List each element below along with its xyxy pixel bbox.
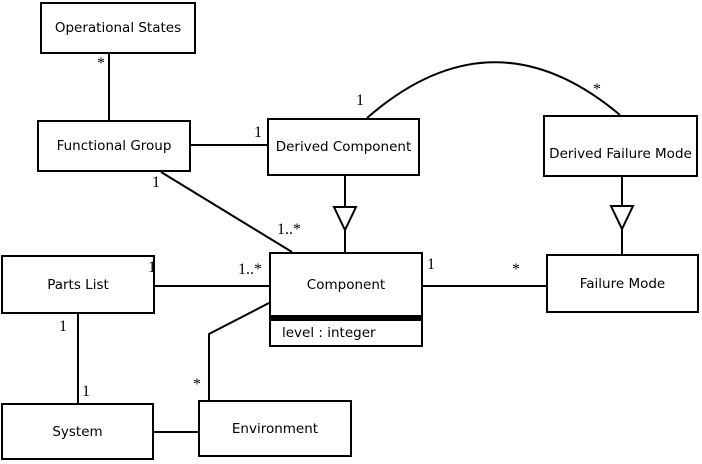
multiplicity-partslist-component-1: 1 xyxy=(148,259,156,276)
class-name: Environment xyxy=(231,420,319,437)
class-functional-group: Functional Group xyxy=(37,120,191,172)
multiplicity-funcgroup-derivedcomp: 1 xyxy=(254,124,262,141)
class-name: Failure Mode xyxy=(579,275,666,292)
generalization-triangle-icon xyxy=(609,205,635,232)
multiplicity-system-partslist: 1 xyxy=(82,383,90,400)
class-derived-component: Derived Component xyxy=(267,118,420,176)
class-environment: Environment xyxy=(198,400,352,457)
class-name: Operational States xyxy=(54,20,182,36)
class-name: System xyxy=(52,423,103,440)
multiplicity-opstates-funcgroup: * xyxy=(97,55,105,72)
class-name: Derived Component xyxy=(275,139,412,155)
connector-funcgroup-component xyxy=(160,171,293,253)
class-system: System xyxy=(1,403,154,460)
class-attribute: level : integer xyxy=(271,315,421,345)
class-name: Derived Failure Mode xyxy=(549,145,692,162)
generalization-triangle-icon xyxy=(332,206,358,233)
class-name: Component xyxy=(306,276,386,293)
multiplicity-partslist-component-many: 1..* xyxy=(238,261,262,278)
multiplicity-funcgroup-component-many: 1..* xyxy=(277,221,301,238)
class-operational-states: Operational States xyxy=(40,2,196,54)
class-failure-mode: Failure Mode xyxy=(546,254,699,313)
connector-component-environment xyxy=(208,302,270,400)
multiplicity-environment-component: * xyxy=(193,376,201,393)
class-name: Parts List xyxy=(47,276,109,293)
class-parts-list: Parts List xyxy=(1,255,155,314)
class-derived-failure-mode: Derived Failure Mode xyxy=(543,115,698,177)
connector-arc-derivedcomponent-derivedfailuremode xyxy=(366,61,621,119)
multiplicity-partslist-system: 1 xyxy=(59,318,67,335)
class-component: Component level : integer xyxy=(269,252,423,347)
multiplicity-arc-derivedfailuremode: * xyxy=(593,81,601,98)
multiplicity-component-failuremode-1: 1 xyxy=(427,256,435,273)
multiplicity-funcgroup-component-1: 1 xyxy=(152,174,160,191)
multiplicity-component-failuremode-star: * xyxy=(512,261,520,278)
multiplicity-arc-derivedcomponent: 1 xyxy=(356,92,364,109)
class-name: Functional Group xyxy=(56,138,172,154)
